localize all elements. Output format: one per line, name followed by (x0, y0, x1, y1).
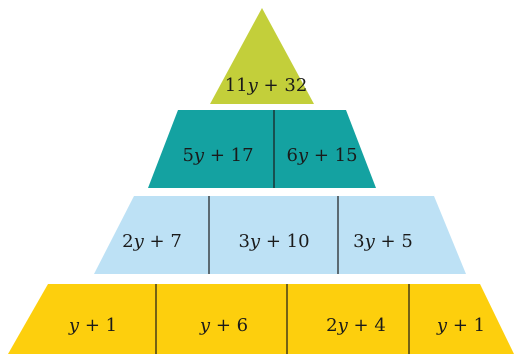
cell-label: y + 6 (199, 315, 249, 336)
pyramid-row-4 (8, 284, 514, 354)
pyramid-row-2 (148, 110, 376, 188)
cell-label: y + 1 (68, 315, 118, 336)
cell-label: 3y + 5 (353, 231, 413, 252)
pyramid-top-triangle (210, 8, 314, 104)
cell-label: 2y + 4 (326, 315, 386, 336)
cell-label: 6y + 15 (286, 145, 358, 166)
cell-label: 5y + 17 (182, 145, 254, 166)
cell-label: 2y + 7 (122, 231, 182, 252)
cell-label: 3y + 10 (238, 231, 310, 252)
cell-label: 11y + 32 (224, 75, 308, 96)
cell-label: y + 1 (436, 315, 486, 336)
pyramid-row-3 (94, 196, 466, 274)
